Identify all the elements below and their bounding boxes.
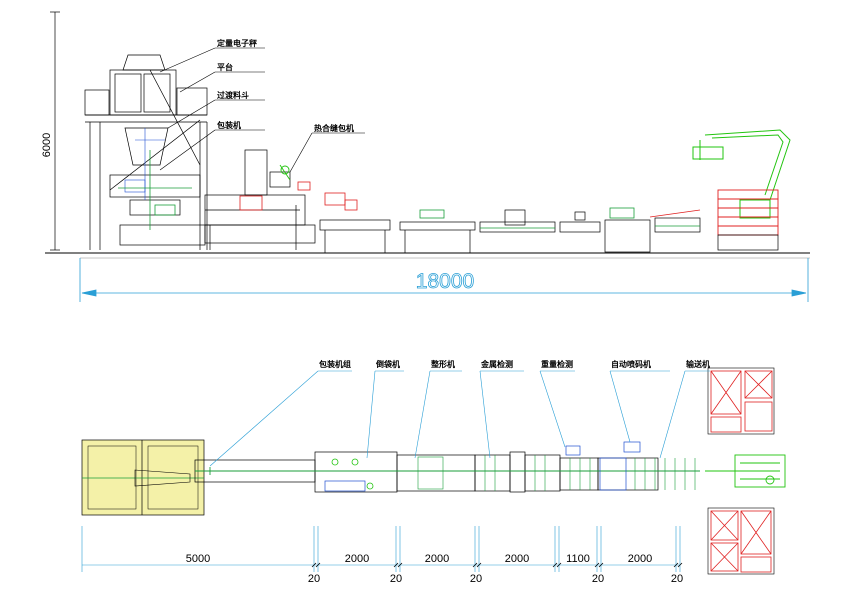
dim-2000-b: 2000 (425, 553, 449, 565)
total-length-dimension (79, 258, 809, 302)
plan-blue-details (324, 441, 641, 492)
plan-pallet-bottom (707, 507, 775, 575)
label-metal-detector: 金属检测 (480, 359, 513, 369)
gap-20-d: 20 (592, 573, 604, 585)
height-dimension (50, 11, 60, 251)
packing-tower-green (118, 150, 192, 230)
dim-2000-a: 2000 (345, 553, 369, 565)
elevation-conveyor-red (324, 192, 701, 218)
height-label: 6000 (41, 133, 53, 157)
gap-20-a: 20 (308, 573, 320, 585)
callout-sewing-machine: 热合缝包机 (314, 123, 354, 133)
label-auto-coder: 自动喷码机 (611, 359, 651, 369)
plan-robot (705, 454, 786, 488)
plan-main-conveyor (194, 451, 659, 493)
label-bag-turner: 倒袋机 (375, 359, 400, 369)
dim-2000-c: 2000 (505, 553, 529, 565)
dim-1100: 1100 (566, 553, 590, 565)
elevation-conveyors (319, 209, 701, 253)
plan-pallet-bottom-crates (710, 510, 772, 573)
callout-electronic-scale: 定量电子秤 (216, 38, 257, 48)
pallet-stack (717, 189, 779, 236)
label-weight-checker: 重量检测 (541, 359, 573, 369)
callout-transition-hopper: 过渡料斗 (217, 90, 249, 100)
plan-packing-group (81, 439, 205, 516)
label-packing-group: 包装机组 (318, 359, 351, 369)
plan-view: 包装机组 倒袋机 整形机 金属检测 重量检测 自动喷码机 输送机 (81, 359, 786, 585)
sewing-machine-green (279, 164, 291, 181)
total-length-label: 18000 (416, 270, 474, 293)
label-shaper: 整形机 (430, 359, 455, 369)
pallet-base (717, 234, 779, 251)
elevation-conveyor-green (419, 207, 700, 229)
robot-palletizer (692, 129, 791, 219)
sewing-machine (204, 149, 316, 250)
callout-packing-machine: 包装机 (216, 120, 241, 130)
gap-20-b: 20 (390, 573, 402, 585)
sewing-machine-red (239, 181, 311, 211)
plan-pallet-top-crates (710, 370, 773, 433)
plan-dimension-ticks (311, 562, 683, 568)
callout-platform: 平台 (217, 62, 233, 72)
gap-20-e: 20 (671, 573, 683, 585)
dim-2000-d: 2000 (628, 553, 652, 565)
elevation-view: 6000 (41, 11, 810, 302)
packing-tower (84, 54, 208, 250)
plan-pallet-top (707, 367, 775, 435)
plan-conveyor-rollers (417, 455, 696, 491)
plan-green-details (331, 458, 374, 490)
label-conveyor: 输送机 (686, 359, 710, 369)
dim-5000: 5000 (186, 553, 210, 565)
plan-dimension-chain (81, 526, 681, 572)
elevation-callouts (159, 47, 365, 173)
gap-20-c: 20 (470, 573, 482, 585)
plan-label-leaders (209, 370, 710, 467)
plan-conveyor-centerline (195, 467, 700, 475)
